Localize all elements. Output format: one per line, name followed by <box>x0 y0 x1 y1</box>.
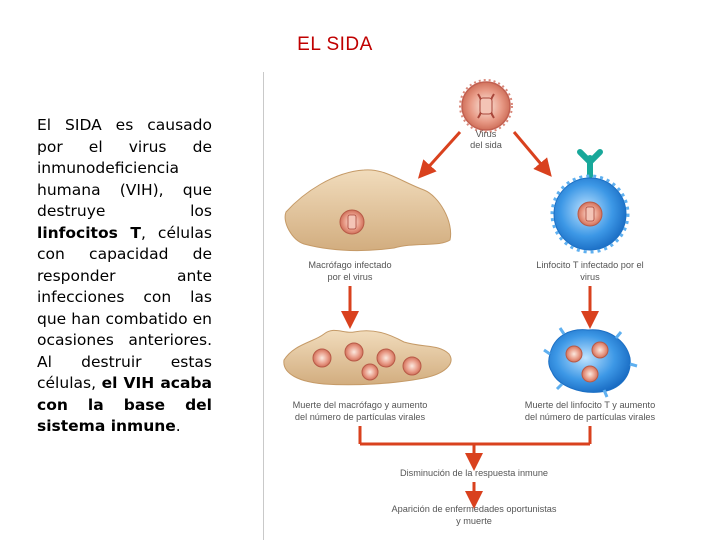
infected-macrophage-icon <box>284 169 452 252</box>
diseases-label-1: Aparición de enfermedades oportunistas <box>392 504 557 514</box>
page-title: EL SIDA <box>297 34 373 55</box>
diseases-label-2: y muerte <box>456 516 492 526</box>
bold-term-linfocitos: linfocitos T <box>37 223 141 242</box>
arrow-virus-to-lymphocyte <box>512 131 552 177</box>
virus-label-1: Virus <box>476 129 497 139</box>
paragraph-text-2: , células con capacidad de responder ant… <box>37 223 212 393</box>
macrophage-death-label-2: del número de partículas virales <box>295 412 426 422</box>
infected-lymphocyte-icon <box>550 149 630 254</box>
lymphocyte-infected-label-2: virus <box>580 272 600 282</box>
macrophage-infected-label-1: Macrófago infectado <box>308 260 391 270</box>
paragraph-text-3: . <box>175 417 181 435</box>
hiv-infection-diagram: Virus del sida Macrófago infectado por e… <box>263 72 720 540</box>
arrow-virus-to-macrophage <box>417 130 462 179</box>
merge-connector <box>358 426 592 471</box>
description-paragraph: El SIDA es causado por el virus de inmun… <box>37 115 212 438</box>
lymphocyte-death-label-2: del número de partículas virales <box>525 412 656 422</box>
virus-label-2: del sida <box>470 140 503 150</box>
lymphocyte-death-label-1: Muerte del linfocito T y aumento <box>525 400 655 410</box>
macrophage-infected-label-2: por el virus <box>328 272 373 282</box>
dying-lymphocyte-icon <box>543 327 638 398</box>
bold-term-conclusion: el VIH acaba con la base del sistema inm… <box>37 374 212 435</box>
lymphocyte-infected-label-1: Linfocito T infectado por el <box>536 260 643 270</box>
hiv-virus-icon <box>459 79 513 133</box>
paragraph-text-1: El SIDA es causado por el virus de inmun… <box>37 116 212 220</box>
macrophage-death-label-1: Muerte del macrófago y aumento <box>293 400 428 410</box>
dying-macrophage-icon <box>283 329 452 386</box>
immune-decrease-label: Disminución de la respuesta inmune <box>400 468 548 478</box>
